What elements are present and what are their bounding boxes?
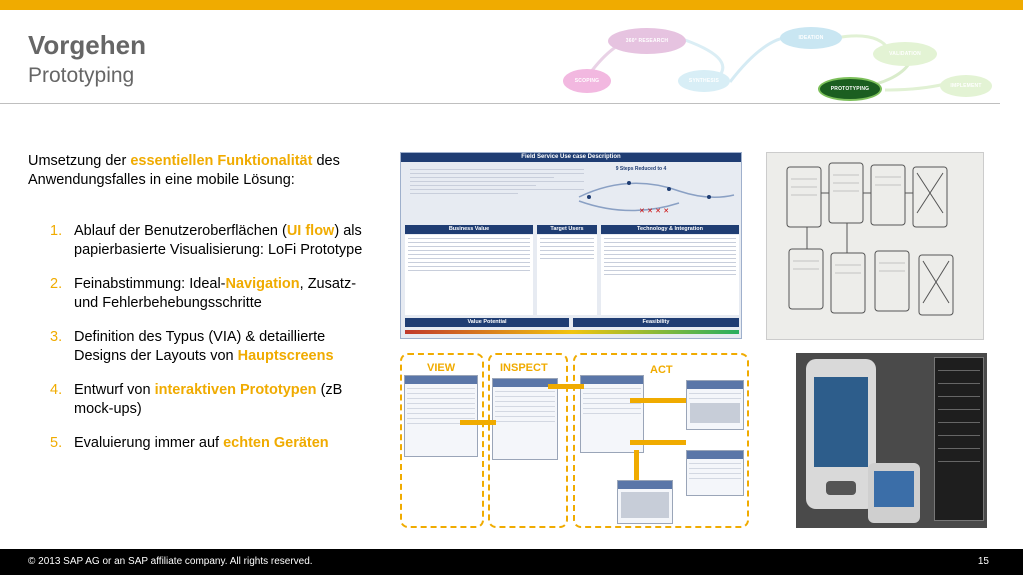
step-highlight: Navigation <box>225 276 300 292</box>
list-item: 2. Feinabstimmung: Ideal-Navigation, Zusa… <box>50 275 380 313</box>
list-item: 5. Evaluierung immer auf echten Geräten <box>50 434 380 453</box>
intro-before: Umsetzung der <box>28 153 131 169</box>
usecase-steps-label: 9 Steps Reduced to 4 <box>615 166 667 172</box>
step-highlight: UI flow <box>286 223 335 239</box>
usecase-col-users <box>537 235 597 315</box>
step-text: Feinabstimmung: Ideal- <box>74 276 226 292</box>
step-text: ) als papierbasierte Visualisierung: LoF… <box>74 223 363 258</box>
flow-arrow <box>548 384 584 389</box>
step-text: Evaluierung immer auf <box>74 435 224 451</box>
flow-arrow <box>630 440 686 445</box>
step-number: 2. <box>50 276 63 292</box>
list-item: 1. Ablauf der Benutzeroberflächen (UI flo… <box>50 222 380 260</box>
step-highlight: interaktiven Prototypen <box>154 382 317 398</box>
view-label: VIEW <box>427 362 456 374</box>
intro-after: des Anwendungsfalles in eine mobile Lösu… <box>28 153 340 188</box>
usecase-text-lines <box>407 166 587 197</box>
usecase-header-tech: Technology & Integration <box>601 225 739 234</box>
flow-arrow <box>630 398 686 403</box>
bubble-research: 360° RESEARCH <box>608 28 686 54</box>
usecase-value-potential: Value Potential <box>405 318 569 327</box>
phone-screen-list <box>934 357 984 521</box>
mockup-screen-act-keyboard <box>617 480 673 524</box>
usecase-flow-graphic: ✕ ✕ ✕ ✕ <box>578 181 735 215</box>
copyright-text: © 2013 SAP AG or an SAP affiliate compan… <box>28 556 313 567</box>
bubble-ideation: IDEATION <box>780 27 842 49</box>
footer-bar: © 2013 SAP AG or an SAP affiliate compan… <box>0 549 1023 575</box>
act-label: ACT <box>650 364 673 376</box>
step-highlight: Hauptscreens <box>237 348 334 364</box>
step-number: 4. <box>50 382 63 398</box>
mockup-screen-inspect <box>492 378 558 460</box>
bubble-implement: IMPLEMENT <box>940 75 992 97</box>
bubble-synthesis: SYNTHESIS <box>678 70 730 92</box>
paper-sketch-image <box>766 152 984 340</box>
step-highlight: echten Geräten <box>223 435 329 451</box>
flow-arrow <box>460 420 496 425</box>
usecase-title: Field Service Use case Description <box>401 153 741 162</box>
step-number: 1. <box>50 223 63 239</box>
usecase-header-users: Target Users <box>537 225 597 234</box>
page-subtitle: Prototyping <box>28 64 135 87</box>
view-group <box>400 353 484 528</box>
inspect-group <box>488 353 568 528</box>
phone-device <box>868 463 920 523</box>
mockup-screen-act-3 <box>686 450 744 496</box>
bubble-validation: VALIDATION <box>873 42 937 66</box>
page-title: Vorgehen <box>28 30 146 60</box>
mockup-screen-act-2 <box>686 380 744 430</box>
svg-text:✕ ✕ ✕ ✕: ✕ ✕ ✕ ✕ <box>639 207 669 215</box>
usecase-col-business <box>405 235 533 315</box>
step-text: , Zusatz- und Fehlerbehebungsschritte <box>74 276 357 311</box>
phone-device <box>806 359 876 509</box>
intro-text: Umsetzung der essentiellen Funktionalitä… <box>28 152 373 190</box>
devices-photo <box>796 353 987 528</box>
step-text: (zB mock-ups) <box>74 382 343 417</box>
step-number: 5. <box>50 435 63 451</box>
mockup-screen-view <box>404 375 478 457</box>
bubble-prototyping-active: PROTOTYPING <box>818 77 882 101</box>
step-number: 3. <box>50 329 63 345</box>
usecase-col-tech <box>601 235 739 315</box>
inspect-label: INSPECT <box>500 362 548 374</box>
page-number: 15 <box>977 556 989 567</box>
flow-arrow <box>634 450 639 480</box>
intro-highlight: essentiellen Funktionalität <box>130 153 313 169</box>
usecase-description-image: Field Service Use case Description 9 Ste… <box>400 152 742 339</box>
header-divider <box>0 103 1000 104</box>
list-item: 4. Entwurf von interaktiven Prototypen (z… <box>50 381 380 419</box>
usecase-scale-bar <box>405 330 739 334</box>
usecase-header-business: Business Value <box>405 225 533 234</box>
usecase-feasibility: Feasibility <box>573 318 739 327</box>
step-text: Definition des Typus (VIA) & detailliert… <box>74 329 326 364</box>
bubble-scoping: SCOPING <box>563 69 611 93</box>
step-text: Entwurf von <box>74 382 155 398</box>
top-accent-bar <box>0 0 1023 10</box>
list-item: 3. Definition des Typus (VIA) & detaillie… <box>50 328 380 366</box>
sketch-drawing <box>786 162 954 316</box>
step-text: Ablauf der Benutzeroberflächen ( <box>74 223 287 239</box>
act-group <box>573 353 749 528</box>
steps-list: 1. Ablauf der Benutzeroberflächen (UI flo… <box>50 222 380 468</box>
